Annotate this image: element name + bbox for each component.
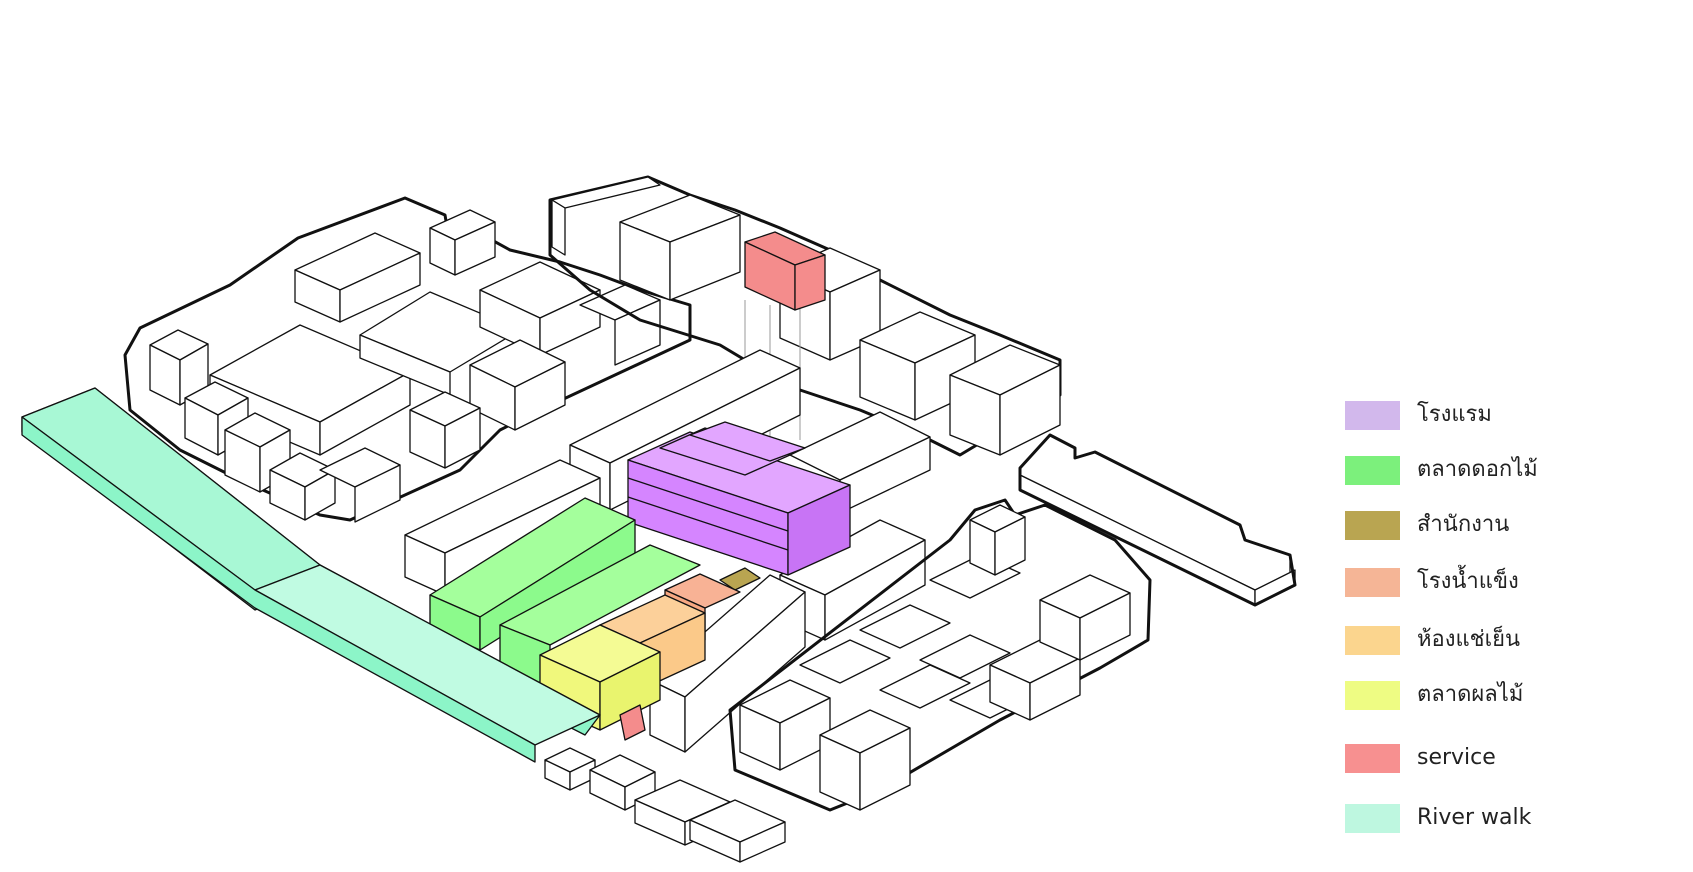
legend-item-river-walk: River walk <box>1345 801 1675 835</box>
legend-label-service: service <box>1417 745 1496 770</box>
legend-item-fruit-market: ตลาดผลไม้ <box>1345 678 1675 712</box>
legend-label-ice-factory: โรงน้ำแข็ง <box>1417 569 1519 594</box>
north-west-building-cluster <box>123 196 692 523</box>
legend-swatch-hotel <box>1345 401 1400 430</box>
legend-label-hotel: โรงแรม <box>1417 402 1492 427</box>
legend-item-flower-market: ตลาดดอกไม้ <box>1345 453 1675 487</box>
legend-label-office: สำนักงาน <box>1417 512 1510 537</box>
legend-item-cold-storage: ห้องแช่เย็น <box>1345 623 1675 657</box>
north-building-row <box>548 175 1062 457</box>
legend-label-flower-market: ตลาดดอกไม้ <box>1417 457 1538 482</box>
south-east-building-cluster <box>728 498 1152 812</box>
legend-item-service: service <box>1345 741 1675 775</box>
market-massing <box>429 497 761 741</box>
legend-swatch-ice-factory <box>1345 568 1400 597</box>
river-walk-massing <box>21 387 601 763</box>
hotel-massing <box>627 421 851 576</box>
legend-label-cold-storage: ห้องแช่เย็น <box>1417 627 1521 652</box>
legend-label-river-walk: River walk <box>1417 805 1532 830</box>
legend-item-ice-factory: โรงน้ำแข็ง <box>1345 565 1675 599</box>
legend-item-hotel: โรงแรม <box>1345 398 1675 432</box>
south-small-buildings <box>544 747 786 863</box>
legend-swatch-cold-storage <box>1345 626 1400 655</box>
legend-swatch-flower-market <box>1345 456 1400 485</box>
legend-label-fruit-market: ตลาดผลไม้ <box>1417 682 1524 707</box>
east-long-building <box>1018 433 1297 607</box>
legend-item-office: สำนักงาน <box>1345 508 1675 542</box>
legend-swatch-office <box>1345 511 1400 540</box>
legend-swatch-service <box>1345 744 1400 773</box>
legend-swatch-river-walk <box>1345 804 1400 833</box>
legend-swatch-fruit-market <box>1345 681 1400 710</box>
